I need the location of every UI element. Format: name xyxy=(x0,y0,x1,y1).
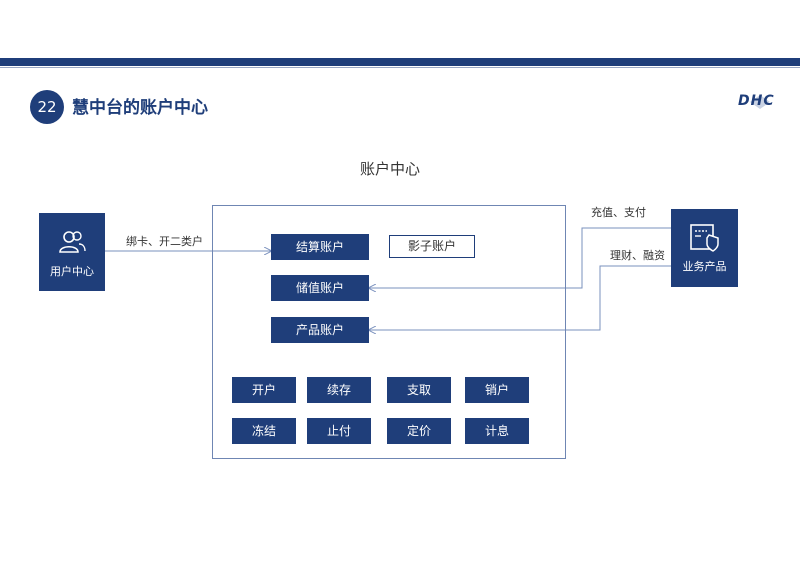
operation-close-account: 销户 xyxy=(465,377,529,403)
operation-pricing: 定价 xyxy=(387,418,451,444)
business-products-label: 业务产品 xyxy=(682,260,727,273)
header-divider xyxy=(0,67,800,68)
operation-label: 定价 xyxy=(406,424,431,438)
operation-withdraw: 支取 xyxy=(387,377,451,403)
stored-value-account-label: 储值账户 xyxy=(295,281,344,295)
product-account-label: 产品账户 xyxy=(295,323,344,337)
logo-diamond-icon xyxy=(750,95,770,109)
settlement-account-node: 结算账户 xyxy=(271,234,369,260)
operation-label: 续存 xyxy=(326,383,351,397)
user-center-block: 用户中心 xyxy=(39,213,105,291)
users-icon xyxy=(59,231,86,253)
edge-label-recharge-pay: 充值、支付 xyxy=(591,206,646,219)
operation-label: 止付 xyxy=(326,424,351,438)
header-bar xyxy=(0,58,800,66)
operation-label: 支取 xyxy=(406,383,431,397)
operation-stop-payment: 止付 xyxy=(307,418,371,444)
operation-label: 冻结 xyxy=(251,424,276,438)
diagram-title: 账户中心 xyxy=(359,160,420,178)
operation-label: 销户 xyxy=(484,383,509,397)
edge-label-bind-card: 绑卡、开二类户 xyxy=(126,235,203,248)
operation-freeze: 冻结 xyxy=(232,418,296,444)
stored-value-account-node: 储值账户 xyxy=(271,275,369,301)
page-title: 慧中台的账户中心 xyxy=(72,98,208,118)
shadow-account-label: 影子账户 xyxy=(407,239,456,253)
operation-renew-deposit: 续存 xyxy=(307,377,371,403)
shadow-account-node: 影子账户 xyxy=(389,235,475,258)
shield-document-icon xyxy=(689,224,719,252)
operation-open-account: 开户 xyxy=(232,377,296,403)
operation-label: 计息 xyxy=(484,424,509,438)
settlement-account-label: 结算账户 xyxy=(295,240,344,254)
account-center-container xyxy=(212,205,566,459)
operation-interest: 计息 xyxy=(465,418,529,444)
operation-label: 开户 xyxy=(251,383,276,397)
page-number-badge: 22 xyxy=(30,90,64,124)
edge-label-wealth-finance: 理财、融资 xyxy=(610,249,665,262)
product-account-node: 产品账户 xyxy=(271,317,369,343)
company-logo: DHC xyxy=(738,93,775,109)
business-products-block: 业务产品 xyxy=(671,209,738,287)
user-center-label: 用户中心 xyxy=(50,265,94,278)
